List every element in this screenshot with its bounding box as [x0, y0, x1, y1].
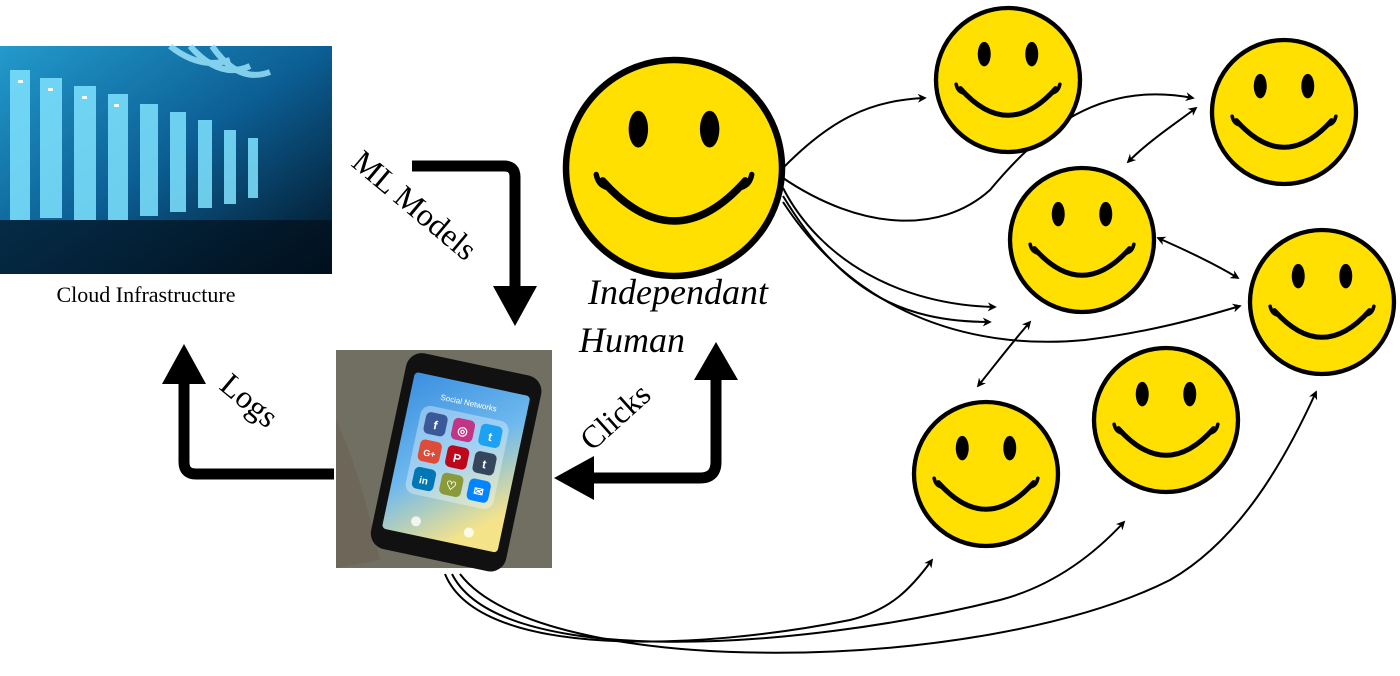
clicks-label: Clicks — [573, 376, 658, 457]
arrow-human-to-s4a — [782, 195, 992, 327]
arrow-phone-to-s4 — [459, 390, 1318, 654]
smiley-face-icon-top-right — [1212, 40, 1356, 184]
smiley-face-icon-top-left — [936, 8, 1080, 152]
arrow-human-to-s1 — [782, 93, 927, 169]
arrow-phone-to-s6 — [451, 520, 1126, 643]
arrow-s2-s3 — [1126, 106, 1198, 164]
independant-human-label-line2: Human — [578, 320, 685, 360]
clicks-arrow — [592, 378, 722, 484]
arrow-phone-to-s5 — [444, 558, 934, 643]
ml-models-arrowhead — [493, 286, 537, 326]
tumblr-app-icon: t — [481, 457, 488, 472]
arrow-human-to-s2 — [782, 92, 1195, 222]
arrow-human-to-s4b — [782, 201, 1242, 343]
arrow-s3-s4 — [1156, 236, 1240, 279]
smiley-face-icon-bottom-middle — [1094, 348, 1238, 492]
smiley-face-icon-middle — [1010, 168, 1154, 312]
logs-arrowhead — [162, 344, 206, 384]
vine-app-icon: ♡ — [444, 478, 457, 494]
linkedin-app-icon: in — [418, 475, 429, 488]
cloud-infrastructure-label: Cloud Infrastructure — [57, 282, 236, 307]
clicks-arrowhead — [694, 342, 738, 380]
pinterest-app-icon: P — [452, 451, 463, 466]
arrow-s3-s5 — [976, 320, 1032, 388]
arrow-human-to-s3 — [782, 187, 997, 312]
ml-models-arrow — [412, 160, 521, 288]
smiley-face-icon-bottom-left — [914, 402, 1058, 546]
twitter-app-icon: t — [487, 430, 494, 445]
logs-arrow — [178, 382, 334, 480]
smartphone-image: Social Networks f ◎ t G+ P t in ♡ — [336, 350, 552, 572]
smiley-face-icon-main-human — [566, 60, 782, 276]
server-rack-image — [0, 43, 332, 274]
instagram-app-icon: ◎ — [456, 423, 470, 439]
facebook-app-icon: f — [432, 418, 440, 433]
smiley-face-icon-right — [1250, 230, 1394, 374]
logs-label: Logs — [214, 366, 286, 435]
googleplus-app-icon: G+ — [422, 447, 436, 459]
network-arrows — [444, 92, 1318, 654]
messenger-app-icon: ✉ — [472, 484, 485, 500]
clicks-arrowhead-phone — [554, 456, 594, 500]
